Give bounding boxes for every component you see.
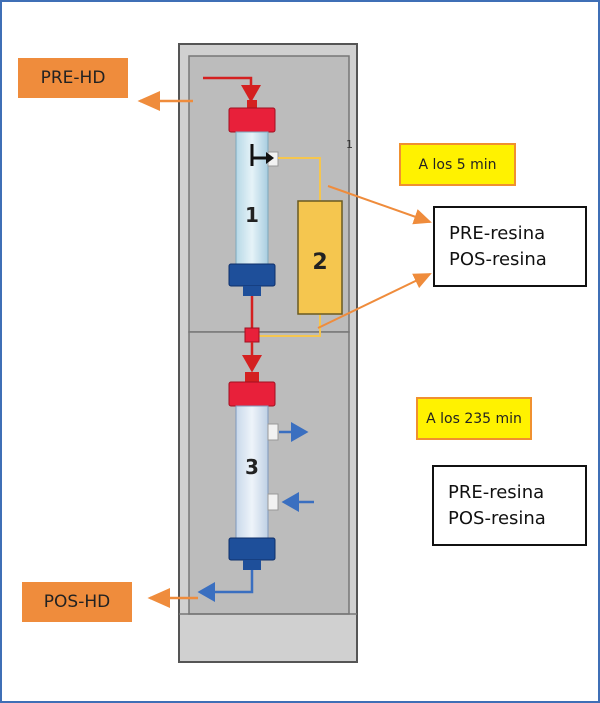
sample-box-5-min: PRE-resina POS-resina <box>433 206 587 287</box>
sample-box-235-min-line2: POS-resina <box>448 507 546 529</box>
filter-1-number: 1 <box>245 203 259 227</box>
lower-panel <box>188 331 350 615</box>
cartridge-2-number: 2 <box>312 250 327 275</box>
sample-box-235-min-line1: PRE-resina <box>448 481 545 503</box>
time-235-min-label: A los 235 min <box>416 397 532 440</box>
pre-hd-label: PRE-HD <box>18 58 128 98</box>
pos-hd-label: POS-HD <box>22 582 132 622</box>
sample-box-235-min: PRE-resina POS-resina <box>432 465 587 546</box>
time-5-min-label: A los 5 min <box>399 143 516 186</box>
filter-1: 1 <box>228 100 279 296</box>
sample-box-5-min-line2: POS-resina <box>449 248 547 270</box>
filter-3: 3 <box>228 372 279 570</box>
sample-box-5-min-line1: PRE-resina <box>449 222 546 244</box>
resin-cartridge-2: 2 <box>297 200 343 315</box>
inflow-line <box>203 76 261 103</box>
outflow-line <box>197 570 254 602</box>
inter-filter-connector <box>242 296 262 373</box>
cartridge-circuit-line <box>259 157 321 337</box>
orange-pointer-arrows <box>137 91 432 608</box>
dialysate-arrows <box>279 422 314 512</box>
corner-mark: 1 <box>346 138 353 151</box>
filter-3-number: 3 <box>245 455 259 479</box>
